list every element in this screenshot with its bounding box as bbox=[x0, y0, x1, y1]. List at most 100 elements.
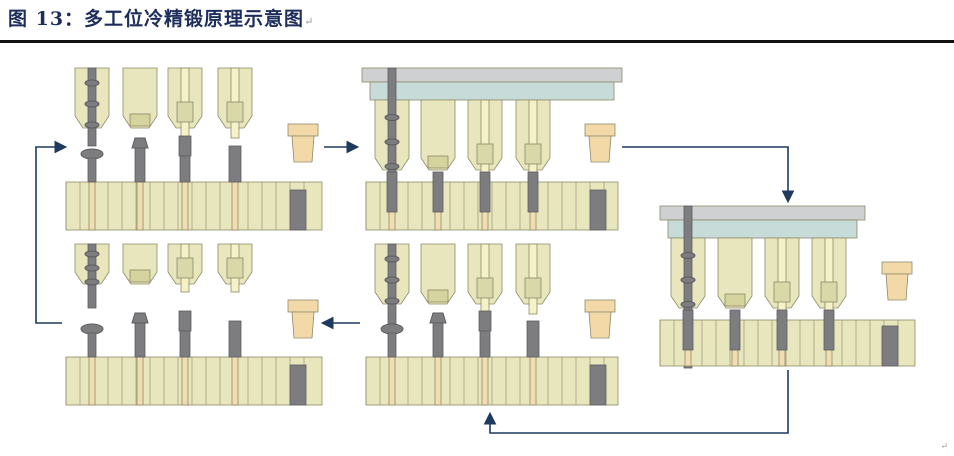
punch-collar bbox=[384, 138, 400, 146]
punch-collar bbox=[84, 250, 100, 258]
workpiece-body bbox=[776, 309, 788, 351]
punch-collar bbox=[384, 276, 400, 284]
transfer-finger-top bbox=[287, 123, 319, 137]
ejector-pin bbox=[136, 181, 144, 231]
figure-title-text: 图 13：多工位冷精锻原理示意图 bbox=[8, 8, 305, 30]
ejector-pin bbox=[88, 356, 96, 406]
punch-collar bbox=[84, 79, 100, 87]
ejector-pin bbox=[88, 181, 96, 231]
panel-stage-2-closing bbox=[361, 67, 623, 231]
ejector-pin bbox=[481, 356, 489, 406]
workpiece-shank bbox=[387, 332, 397, 358]
punch-sleeve bbox=[476, 143, 494, 165]
ejector-pin bbox=[388, 356, 396, 406]
ejector-pin bbox=[181, 356, 189, 406]
workpiece-body bbox=[526, 320, 540, 358]
punch-sleeve bbox=[820, 281, 838, 303]
workpiece-body bbox=[228, 145, 242, 183]
ejector-pin bbox=[231, 181, 239, 231]
title-underline bbox=[0, 40, 954, 43]
workpiece-body bbox=[432, 171, 444, 213]
workpiece-head bbox=[380, 323, 404, 335]
workpiece-head bbox=[131, 312, 149, 324]
workpiece-head bbox=[131, 137, 149, 149]
upper-plate-blue bbox=[667, 219, 858, 239]
lower-die-block bbox=[659, 319, 916, 367]
transfer-finger-body bbox=[885, 273, 909, 301]
lower-die-block bbox=[65, 356, 323, 406]
punch-sleeve bbox=[524, 143, 542, 165]
punch-collar bbox=[384, 114, 400, 121]
punch-collar bbox=[384, 255, 400, 263]
ejector-pin bbox=[181, 181, 189, 231]
workpiece-shank bbox=[179, 330, 191, 358]
transfer-ejector bbox=[289, 189, 307, 231]
transfer-ejector bbox=[881, 325, 899, 367]
workpiece-head bbox=[478, 310, 492, 332]
transfer-finger-top bbox=[584, 299, 616, 313]
paragraph-mark: ↵ bbox=[304, 15, 315, 28]
punch-cup bbox=[129, 113, 151, 127]
punch-rod bbox=[87, 243, 97, 309]
transfer-finger-body bbox=[588, 135, 612, 163]
figure-title: 图 13：多工位冷精锻原理示意图↵ bbox=[8, 4, 314, 31]
punch-cup bbox=[427, 155, 449, 169]
workpiece-body bbox=[823, 309, 835, 351]
punch-sleeve bbox=[226, 257, 244, 279]
flow-arrows bbox=[35, 140, 795, 434]
transfer-finger-top bbox=[881, 261, 913, 275]
punch-sleeve bbox=[524, 277, 542, 299]
workpiece-body bbox=[386, 171, 398, 213]
arrow-stage2-to-stage3 bbox=[622, 146, 795, 204]
workpiece-body bbox=[228, 320, 242, 358]
workpiece-shank bbox=[179, 155, 191, 183]
transfer-ejector bbox=[589, 189, 607, 231]
punch-collar bbox=[680, 252, 696, 259]
workpiece-head bbox=[178, 135, 192, 157]
transfer-finger-body bbox=[291, 311, 315, 339]
transfer-finger-body bbox=[588, 311, 612, 339]
transfer-ejector bbox=[589, 364, 607, 406]
workpiece-body bbox=[729, 309, 741, 351]
workpiece-body bbox=[479, 171, 491, 213]
punch-collar bbox=[84, 264, 100, 272]
upper-die-body bbox=[122, 67, 158, 129]
workpiece-body bbox=[527, 171, 539, 213]
workpiece-shank bbox=[432, 322, 444, 358]
punch-sleeve bbox=[476, 277, 494, 299]
panel-stage-1-open bbox=[65, 67, 323, 231]
punch-collar bbox=[84, 121, 100, 129]
ejector-pin bbox=[136, 356, 144, 406]
upper-die-body bbox=[717, 237, 753, 309]
punch-collar bbox=[384, 163, 400, 170]
workpiece-shank bbox=[134, 147, 146, 183]
punch-cup bbox=[724, 293, 746, 307]
workpiece-shank bbox=[479, 330, 491, 358]
punch-sleeve bbox=[773, 281, 791, 303]
punch-collar bbox=[384, 297, 400, 305]
arrow-stage3-to-stage4 bbox=[483, 370, 789, 434]
workpiece-head bbox=[80, 323, 104, 335]
transfer-finger-top bbox=[584, 123, 616, 137]
workpiece-head bbox=[178, 310, 192, 332]
punch-collar bbox=[680, 301, 696, 308]
ejector-pin bbox=[529, 356, 537, 406]
transfer-ejector bbox=[289, 364, 307, 406]
punch-rod bbox=[683, 205, 693, 369]
workpiece-shank bbox=[87, 332, 97, 358]
workpiece-body bbox=[682, 309, 694, 351]
panel-stage-5-transfer bbox=[65, 243, 323, 406]
paragraph-mark-corner: ↵ bbox=[940, 442, 948, 452]
upper-die-body bbox=[420, 99, 456, 171]
panel-stage-3-forging bbox=[659, 205, 916, 369]
upper-plate-blue bbox=[369, 81, 615, 101]
transfer-finger-body bbox=[291, 135, 315, 163]
punch-sleeve bbox=[176, 101, 194, 123]
lower-die-block bbox=[65, 181, 323, 231]
punch-cup bbox=[427, 289, 449, 303]
punch-sleeve bbox=[226, 101, 244, 123]
workpiece-head bbox=[80, 148, 104, 160]
upper-die-body bbox=[420, 243, 456, 305]
workpiece-shank bbox=[87, 157, 97, 183]
